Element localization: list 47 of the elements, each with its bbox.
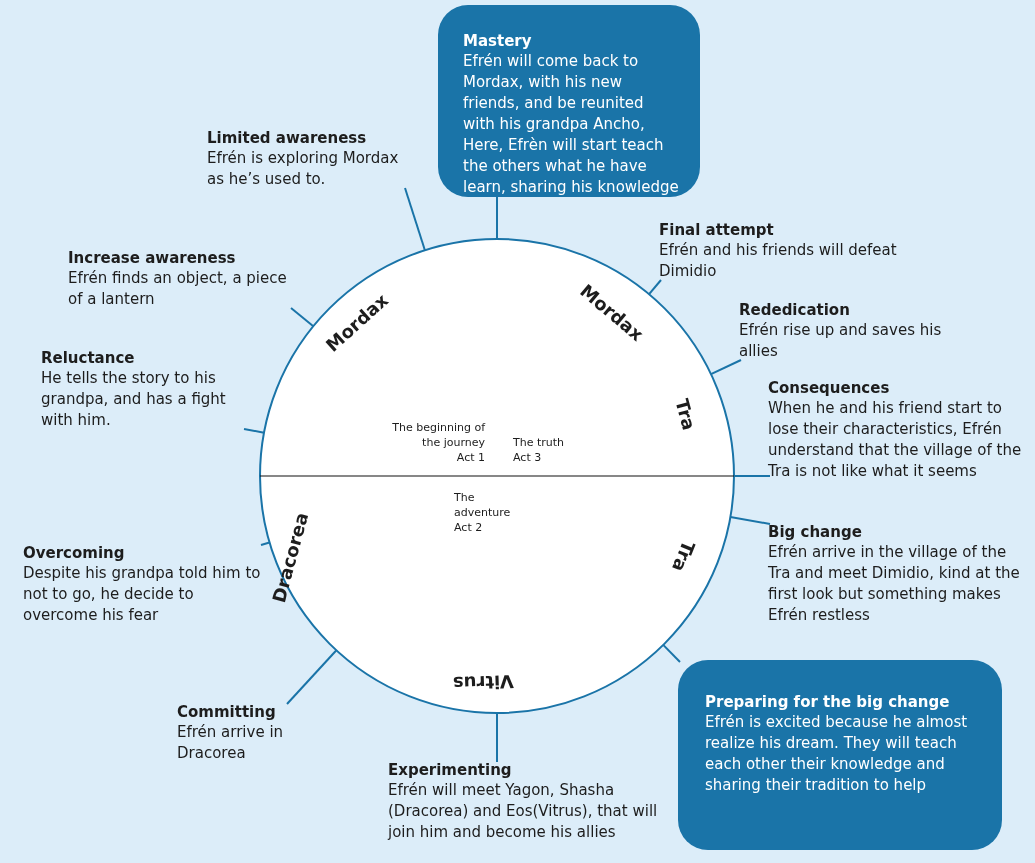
place-name: Tra — [670, 396, 700, 432]
place-name: Tra — [667, 537, 699, 575]
step-heading: Rededication — [739, 300, 851, 320]
step-heading: Preparing for the big change — [705, 692, 951, 712]
step-heading: Big change — [768, 522, 863, 542]
step-description: Efrén arrive in the village of the Tra and meet Dimidio, kind at the first look but something makes Efrén restless — [768, 542, 1021, 626]
act-title: The beginning of the journey — [391, 420, 485, 450]
step-heading: Reluctance — [41, 348, 136, 368]
step-heading: Overcoming — [23, 543, 126, 563]
act-title: The adventure — [454, 490, 512, 520]
step-heading: Increase awareness — [68, 248, 237, 268]
step-description: When he and his friend start to lose their characteristics, Efrén understand that the village of the Tra is not like what it seems — [768, 398, 1023, 482]
leader-line — [729, 516, 771, 525]
step-description: Efrén finds an object, a piece of a lantern — [68, 268, 288, 310]
leader-line — [404, 187, 426, 252]
leader-line — [286, 649, 338, 705]
leader-line — [243, 428, 265, 434]
step-description: Efrén rise up and saves his allies — [739, 320, 943, 362]
step-heading: Committing — [177, 702, 277, 722]
step-description: Efrén will meet Yagon, Shasha (Dracorea) and Eos(Vitrus), that will join him and become his allies — [388, 780, 658, 843]
step-description: He tells the story to his grandpa, and has a fight with him. — [41, 368, 227, 431]
leader-line — [260, 541, 271, 546]
act-title: The truth — [513, 435, 566, 450]
leader-line — [496, 194, 498, 240]
step-card — [438, 5, 700, 197]
step-heading: Limited awareness — [207, 128, 368, 148]
act-number: Act 2 — [454, 520, 484, 535]
step-heading: Consequences — [768, 378, 891, 398]
leader-line — [648, 279, 662, 296]
step-description: Efrén arrive in Dracorea — [177, 722, 285, 764]
leader-line — [290, 307, 315, 328]
step-description: Efrén is excited because he almost realize his dream. They will teach each other their knowledge and sharing their tradition to help — [705, 712, 969, 796]
step-heading: Final attempt — [659, 220, 775, 240]
act-number: Act 1 — [455, 450, 485, 465]
leader-line — [496, 712, 498, 763]
step-heading: Mastery — [463, 31, 533, 51]
step-card — [678, 660, 1002, 850]
act-number: Act 3 — [513, 450, 543, 465]
place-name: Vitrus — [452, 670, 514, 694]
step-description: Efrén will come back to Mordax, with his new friends, and be reunited with his grandpa Ancho, Here, Efrèn will start teach the others what he have learn, sharing his knowledge — [463, 51, 680, 198]
step-description: Efrén is exploring Mordax as he’s used to. — [207, 148, 400, 190]
leader-line — [710, 359, 742, 376]
step-description: Efrén and his friends will defeat Dimidio — [659, 240, 898, 282]
step-description: Despite his grandpa told him to not to go, he decide to overcome his fear — [23, 563, 262, 626]
leader-line — [662, 643, 681, 663]
leader-line — [733, 475, 771, 477]
step-heading: Experimenting — [388, 760, 513, 780]
